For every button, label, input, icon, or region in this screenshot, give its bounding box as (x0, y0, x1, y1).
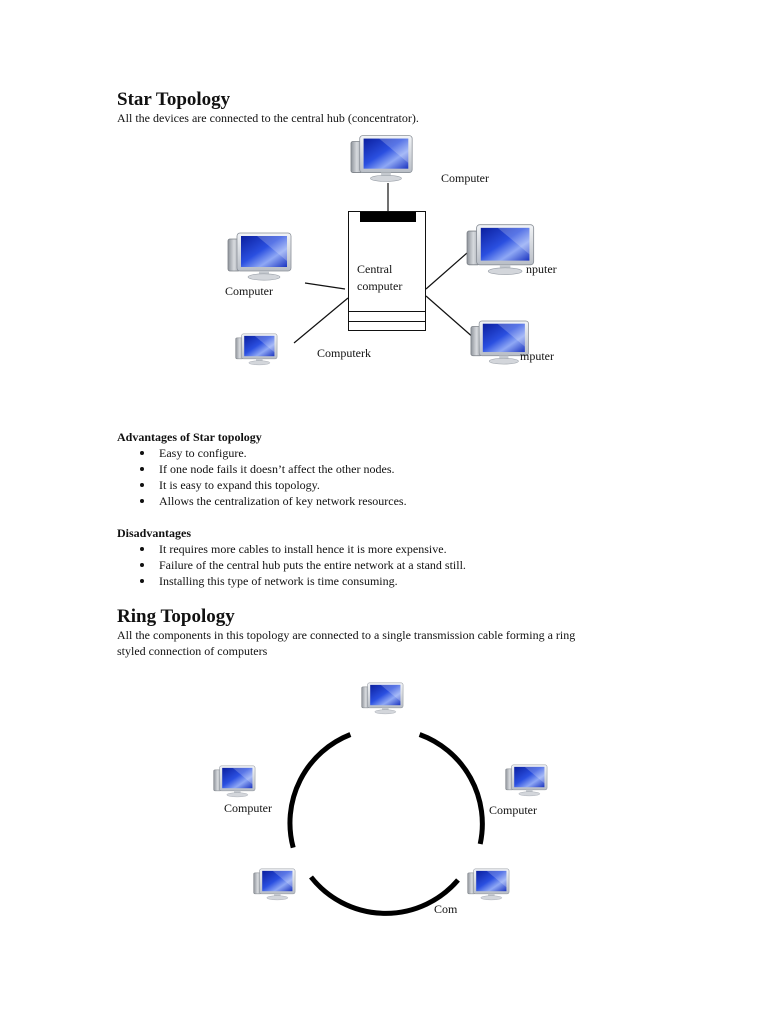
ring-label-right: Computer (489, 803, 537, 817)
ring-intro-line1: All the components in this topology are … (117, 628, 576, 642)
computer-monitor-icon (361, 675, 407, 721)
list-item: Failure of the central hub puts the enti… (117, 557, 717, 573)
hub-top-bar (360, 212, 416, 222)
list-item: Installing this type of network is time … (117, 573, 717, 589)
computer-monitor-icon (350, 132, 418, 184)
star-label-top: Computer (441, 171, 489, 185)
computer-monitor-icon (213, 759, 259, 803)
star-label-right-lower: mputer (520, 349, 554, 363)
ring-intro-line2: styled connection of computers (117, 644, 268, 658)
list-item: If one node fails it doesn’t affect the … (117, 461, 717, 477)
star-label-bottom-left: Computerk (317, 346, 371, 360)
list-item: It is easy to expand this topology. (117, 477, 717, 493)
disadvantages-list: It requires more cables to install hence… (117, 541, 717, 589)
hub-divider (349, 321, 425, 322)
hub-label-line2: computer (357, 279, 403, 293)
star-label-right-upper: nputer (526, 262, 557, 276)
ring-cable (287, 732, 485, 916)
computer-monitor-icon (253, 861, 299, 907)
advantages-heading: Advantages of Star topology (117, 430, 262, 444)
central-hub: Central computer (348, 211, 426, 331)
star-label-left: Computer (225, 284, 273, 298)
ring-title: Ring Topology (117, 606, 235, 627)
computer-monitor-icon (227, 231, 297, 281)
star-intro: All the devices are connected to the cen… (117, 111, 419, 125)
list-item: Easy to configure. (117, 445, 717, 461)
disadvantages-heading: Disadvantages (117, 526, 192, 540)
star-connection-lines (293, 183, 476, 344)
star-title: Star Topology (117, 89, 231, 110)
computer-monitor-icon (505, 757, 551, 803)
computer-monitor-icon (235, 330, 281, 368)
ring-label-bottom-right: Com (434, 902, 458, 916)
list-item: It requires more cables to install hence… (117, 541, 717, 557)
advantages-list: Easy to configure. If one node fails it … (117, 445, 717, 509)
hub-divider (349, 311, 425, 312)
hub-label-line1: Central (357, 262, 393, 276)
computer-monitor-icon (467, 860, 513, 908)
ring-label-left: Computer (224, 801, 272, 815)
list-item: Allows the centralization of key network… (117, 493, 717, 509)
